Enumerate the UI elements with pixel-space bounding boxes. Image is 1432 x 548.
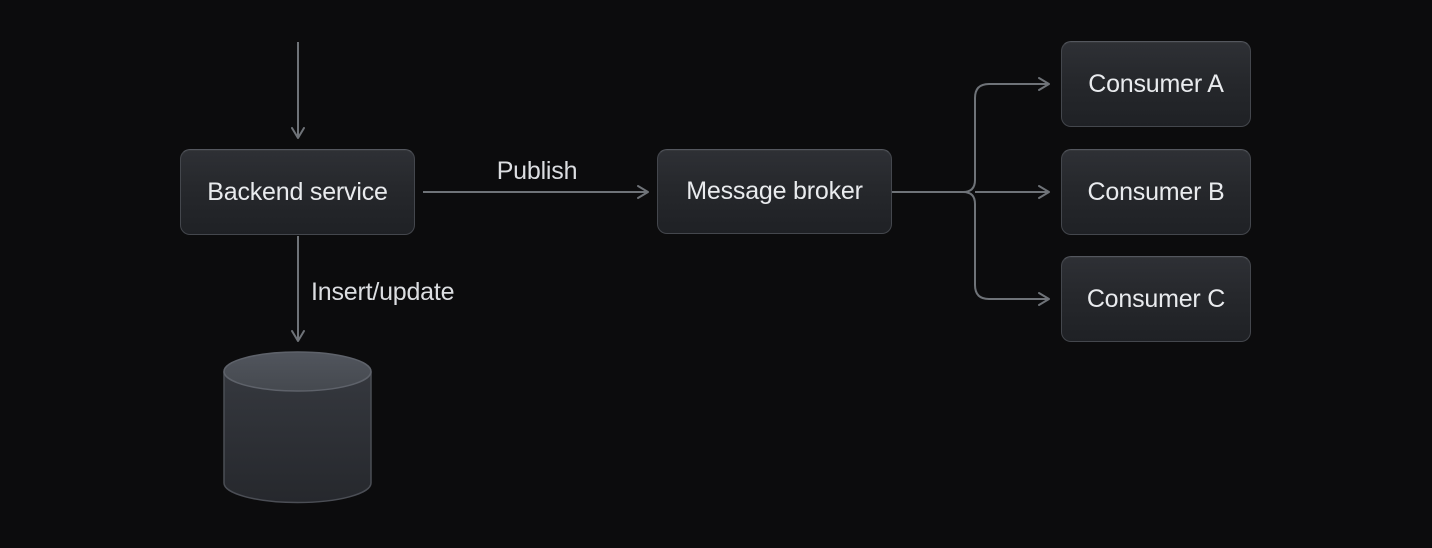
node-consumer-a: Consumer A <box>1061 41 1251 127</box>
node-message-broker: Message broker <box>657 149 892 234</box>
node-backend-service: Backend service <box>180 149 415 235</box>
database-icon <box>223 351 372 504</box>
node-consumer-b-label: Consumer B <box>1087 177 1225 206</box>
node-message-broker-label: Message broker <box>686 177 863 205</box>
node-consumer-c-label: Consumer C <box>1086 284 1226 313</box>
edge-label-insert-update: Insert/update <box>311 278 455 306</box>
node-consumer-a-label: Consumer A <box>1088 69 1224 98</box>
edge-broker-to-consumer-a <box>962 77 1050 193</box>
edge-label-publish: Publish <box>496 157 578 185</box>
node-consumer-b: Consumer B <box>1061 149 1251 235</box>
node-consumer-c: Consumer C <box>1061 256 1251 342</box>
edge-broker-to-consumer-c <box>962 191 1050 306</box>
node-backend-service-label: Backend service <box>207 177 388 206</box>
